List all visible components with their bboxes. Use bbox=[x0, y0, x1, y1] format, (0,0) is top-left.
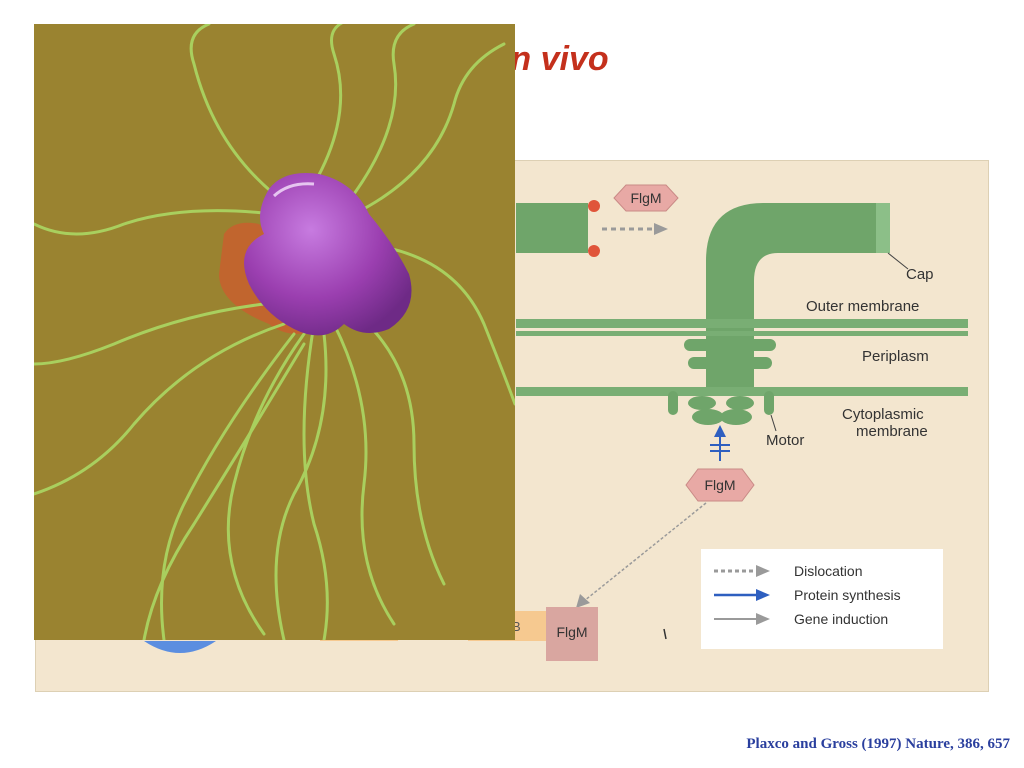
motor-rotor-left bbox=[688, 396, 716, 410]
motor-stator-left bbox=[668, 391, 678, 415]
cytoplasmic-membrane-label-line1: Cytoplasmic bbox=[842, 406, 924, 423]
legend-gene-induction-label: Gene induction bbox=[794, 611, 888, 627]
flagella bbox=[34, 24, 515, 640]
flgm-top-hexagon bbox=[613, 184, 679, 212]
flgm-mid-label: FlgM bbox=[704, 477, 735, 493]
flagellum-cap-tip bbox=[876, 203, 890, 253]
micrograph-background bbox=[34, 24, 515, 640]
cap-pointer-line bbox=[887, 252, 909, 270]
cell-highlight bbox=[272, 182, 315, 198]
motor-ring-lower-left bbox=[692, 409, 724, 425]
outer-membrane-upper bbox=[516, 319, 968, 328]
legend-protein-synthesis-label: Protein synthesis bbox=[794, 587, 901, 603]
legend-protein-synthesis-arrow bbox=[756, 589, 770, 601]
motor-label: Motor bbox=[766, 432, 804, 449]
legend-box bbox=[701, 549, 943, 649]
gene-induction-diagonal bbox=[583, 502, 707, 602]
dislocation-arrowhead-top bbox=[654, 223, 668, 235]
bacterium-cell bbox=[244, 173, 412, 336]
legend-dislocation-label: Dislocation bbox=[794, 563, 862, 579]
flagellum-diagram: FlgM Cap Outer membrane Periplasm Motor … bbox=[144, 184, 968, 661]
legend-dislocation-arrow bbox=[756, 565, 770, 577]
flagellum-segment-left bbox=[516, 203, 588, 253]
tick-mark bbox=[663, 628, 667, 640]
flgm-bottom-box bbox=[546, 607, 598, 661]
periplasm-label: Periplasm bbox=[862, 348, 929, 365]
motor-rotor-right bbox=[726, 396, 754, 410]
red-dot-upper bbox=[588, 200, 600, 212]
cytoplasmic-membrane bbox=[516, 387, 968, 396]
flgm-bottom-label: FlgM bbox=[556, 624, 587, 640]
partial-letter: B bbox=[512, 619, 521, 634]
cytoplasmic-membrane-label-line2: membrane bbox=[856, 423, 928, 440]
outer-membrane-label: Outer membrane bbox=[806, 298, 919, 315]
bacterium-illustration bbox=[34, 24, 515, 640]
outer-membrane-lower bbox=[516, 331, 968, 336]
motor-pointer-line bbox=[770, 414, 777, 432]
motor-ring-lower-right bbox=[720, 409, 752, 425]
flgm-top-label: FlgM bbox=[630, 190, 661, 206]
l-ring bbox=[684, 339, 776, 351]
bacterium-micrograph bbox=[34, 24, 515, 640]
protein-synthesis-arrowhead-mid bbox=[714, 425, 726, 437]
gene-induction-diagonal-head bbox=[576, 594, 590, 608]
red-dot-lower bbox=[588, 245, 600, 257]
p-ring bbox=[688, 357, 772, 369]
legend-gene-induction-arrow bbox=[756, 613, 770, 625]
blue-semicircle bbox=[144, 641, 216, 653]
flgm-mid-hexagon bbox=[685, 468, 755, 502]
cap-label: Cap bbox=[906, 266, 934, 283]
motor-stator-right bbox=[764, 391, 774, 415]
slide-title-italic: in vivo bbox=[500, 40, 609, 78]
citation: Plaxco and Gross (1997) Nature, 386, 657 bbox=[746, 736, 1010, 752]
